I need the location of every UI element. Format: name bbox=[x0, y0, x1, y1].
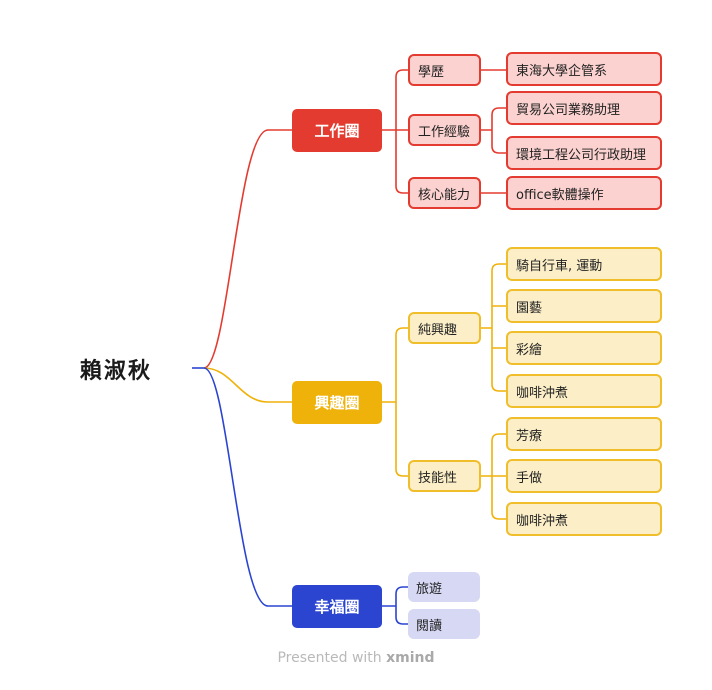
subtopic-reading[interactable]: 閱讀 bbox=[408, 609, 480, 639]
subtopic-travel[interactable]: 旅遊 bbox=[408, 572, 480, 602]
leaf-experience-environment[interactable]: 環境工程公司行政助理 bbox=[506, 136, 662, 170]
connector-hobby-leaves bbox=[481, 263, 506, 520]
connector-work-leaves bbox=[481, 69, 506, 194]
footer-prefix: Presented with bbox=[277, 650, 382, 666]
topic-happy[interactable]: 幸福圈 bbox=[292, 585, 382, 628]
leaf-interest-gardening[interactable]: 園藝 bbox=[506, 289, 662, 323]
connector-hobby bbox=[203, 367, 292, 403]
leaf-interest-coffee[interactable]: 咖啡沖煮 bbox=[506, 374, 662, 408]
subtopic-work-experience[interactable]: 工作經驗 bbox=[408, 114, 481, 146]
leaf-education-school[interactable]: 東海大學企管系 bbox=[506, 52, 662, 86]
topic-hobby[interactable]: 興趣圈 bbox=[292, 381, 382, 424]
connector-happy bbox=[203, 367, 292, 607]
subtopic-core-skills[interactable]: 核心能力 bbox=[408, 177, 481, 209]
subtopic-skill-interest[interactable]: 技能性 bbox=[408, 460, 481, 492]
subtopic-pure-interest[interactable]: 純興趣 bbox=[408, 312, 481, 344]
leaf-interest-painting[interactable]: 彩繪 bbox=[506, 331, 662, 365]
connector-happy-subs bbox=[382, 586, 408, 625]
leaf-skill-aromatherapy[interactable]: 芳療 bbox=[506, 417, 662, 451]
leaf-skill-handmade[interactable]: 手做 bbox=[506, 459, 662, 493]
subtopic-education[interactable]: 學歷 bbox=[408, 54, 481, 86]
topic-work[interactable]: 工作圈 bbox=[292, 109, 382, 152]
leaf-experience-trade[interactable]: 貿易公司業務助理 bbox=[506, 91, 662, 125]
footer-credit: Presented with xmind bbox=[0, 650, 712, 666]
connector-work bbox=[203, 129, 292, 369]
leaf-interest-cycling[interactable]: 騎自行車, 運動 bbox=[506, 247, 662, 281]
leaf-skill-office[interactable]: office軟體操作 bbox=[506, 176, 662, 210]
connector-work-subs bbox=[382, 69, 408, 194]
xmind-logo: xmind bbox=[386, 650, 435, 666]
connector-hobby-subs bbox=[382, 327, 408, 477]
root-topic[interactable]: 賴淑秋 bbox=[80, 359, 153, 384]
leaf-skill-coffee[interactable]: 咖啡沖煮 bbox=[506, 502, 662, 536]
